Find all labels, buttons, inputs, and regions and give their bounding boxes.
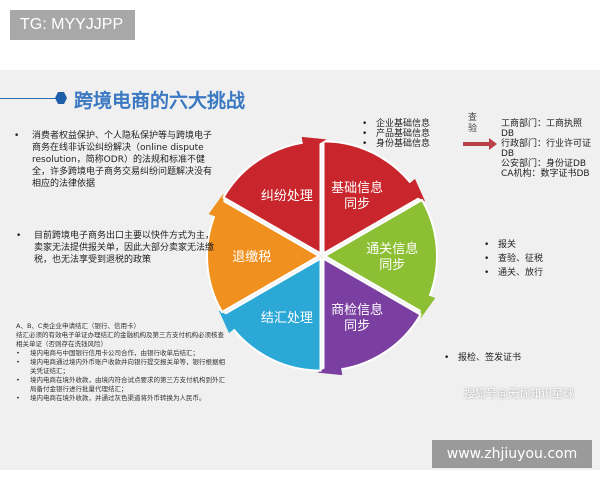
- list-item: 企业基础信息: [362, 119, 462, 129]
- wheel-segment-label: 通关信息: [366, 241, 418, 257]
- wheel-segment-label: 商检信息: [331, 302, 383, 318]
- customs-list: 报关 查验、征税 通关、放行: [484, 238, 584, 280]
- db-line: 公安部门：身份证DB: [501, 159, 587, 169]
- watermark-tag: TG: MYYJJPP: [10, 10, 135, 40]
- hexagon-bullet-icon: [55, 92, 67, 104]
- wheel-segment-label: 同步: [344, 197, 370, 212]
- basic-info-list: 企业基础信息 产品基础信息 身份基础信息: [362, 119, 462, 149]
- dispute-note: • 消费者权益保护、个人隐私保护等与跨境电子商务在线非诉讼纠纷解决（online…: [14, 130, 218, 190]
- wheel-segment-label: 结汇处理: [261, 311, 313, 326]
- dispute-text: 消费者权益保护、个人隐私保护等与跨境电子商务在线非诉讼纠纷解决（online d…: [32, 131, 213, 189]
- db-line: CA机构：数字证书DB: [501, 169, 590, 179]
- wheel-arrow-tip-icon: [402, 178, 426, 202]
- wheel-segment-label: 退缴税: [232, 250, 271, 265]
- inspect-label: 查 验: [468, 113, 478, 134]
- wheel-arrow-tip-icon: [218, 310, 242, 334]
- slide-title: 跨境电商的六大挑战: [74, 90, 246, 112]
- watermark-sohu: 搜狐号@无忧知识星球: [464, 387, 574, 400]
- list-item: 境内电商通过境内外币账户收款并向银行提交报关单等，银行根据相关凭证结汇；: [16, 358, 226, 376]
- tax-note: • 目前跨境电子商务出口主要以快件方式为主，卖家无法提供报关单，因此大部分卖家无…: [16, 230, 218, 266]
- db-line: 行政部门：行业许可证DB: [501, 139, 592, 159]
- inspection-list: 报检、签发证书: [444, 352, 574, 364]
- arrow-right-icon: [463, 142, 489, 146]
- list-item: 境内电商与中国银行信用卡公司合作，由银行收单后结汇；: [16, 349, 226, 358]
- list-item: 查验、征税: [484, 252, 584, 266]
- watermark-site: www.zhjiuyou.com: [432, 440, 592, 468]
- wheel-arrow-tip-icon: [317, 359, 343, 376]
- title-line: [0, 98, 58, 99]
- list-item: 境内电商在境外收款，并通过灰色渠道将外币转换为人民币。: [16, 394, 226, 403]
- list-item: 报检、签发证书: [444, 352, 574, 364]
- wheel-segment-label: 基础信息: [331, 180, 383, 196]
- wheel-arrow-tip-icon: [301, 136, 327, 153]
- settlement-desc: 结汇必须的有效电子单证办理结汇的金融机构及第三方支付机构必须核查相关单证（否则存…: [16, 331, 224, 348]
- settlement-intro: A、B、C类企业申请结汇（银行、信用卡）: [16, 322, 140, 330]
- tax-text: 目前跨境电子商务出口主要以快件方式为主，卖家无法提供报关单，因此大部分卖家无法缴…: [34, 231, 215, 265]
- wheel-segment-label: 纠纷处理: [261, 189, 313, 204]
- db-list: 工商部门：工商执照DB 行政部门：行业许可证DB 公安部门：身份证DB CA机构…: [501, 119, 593, 179]
- list-item: 身份基础信息: [362, 139, 462, 149]
- list-item: 报关: [484, 238, 584, 252]
- settlement-note: A、B、C类企业申请结汇（银行、信用卡） 结汇必须的有效电子单证办理结汇的金融机…: [16, 322, 226, 403]
- wheel-segment-label: 同步: [379, 258, 405, 273]
- arrow-head-icon: [489, 138, 497, 150]
- wheel-arrow-tip-icon: [420, 292, 436, 319]
- list-item: 通关、放行: [484, 266, 584, 280]
- wheel-segment-label: 同步: [344, 319, 370, 334]
- wheel-arrow-tip-icon: [208, 193, 224, 220]
- db-line: 工商部门：工商执照DB: [501, 119, 583, 139]
- list-item: 产品基础信息: [362, 129, 462, 139]
- list-item: 境内电商在境外收款，由境内符合试点要求的第三方支付机构到外汇局备付金银行进行批量…: [16, 376, 226, 394]
